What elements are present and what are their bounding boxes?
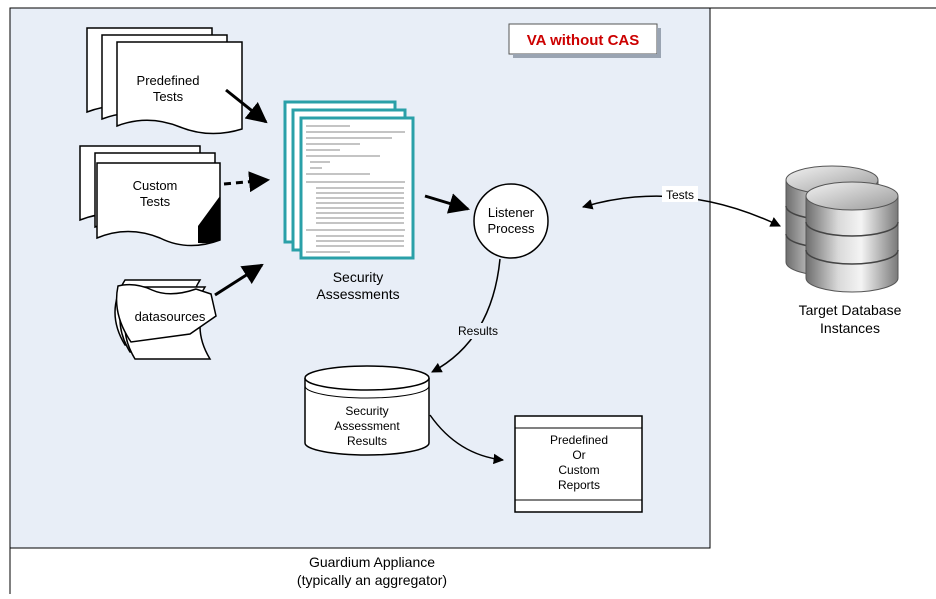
custom-tests-doc: Custom Tests <box>79 145 221 247</box>
datasources-shape: datasources <box>114 279 217 360</box>
arrow-custom-to-assessments <box>223 171 271 193</box>
target-db-line1: Target Database <box>799 302 902 318</box>
reports-line3: Custom <box>558 463 599 477</box>
reports-line1: Predefined <box>550 433 608 447</box>
security-assessments-docs: Security Assessments <box>283 100 415 302</box>
datasources-label: datasources <box>135 309 206 324</box>
badge-label: VA without CAS <box>527 32 640 49</box>
listener-line1: Listener <box>488 205 535 220</box>
security-assessments-line1: Security <box>333 269 384 285</box>
target-db-line2: Instances <box>820 320 880 336</box>
predefined-tests-doc: Predefined Tests <box>86 27 243 135</box>
report-text-lines <box>306 125 405 253</box>
tests-label-bg <box>662 186 698 202</box>
arrow-assessments-to-listener <box>424 193 471 214</box>
arrow-predefined-to-assessments <box>225 88 268 124</box>
page-corner-icon <box>198 196 220 244</box>
target-database-icon: Target Database Instances <box>785 165 902 336</box>
results-database: Security Assessment Results <box>304 365 430 456</box>
reports-line4: Reports <box>558 478 600 492</box>
appliance-caption-line1: Guardium Appliance <box>309 554 435 570</box>
va-badge: VA without CAS <box>508 23 661 58</box>
security-assessments-line2: Assessments <box>316 286 399 302</box>
custom-tests-line2: Tests <box>140 194 171 209</box>
predefined-tests-line1: Predefined <box>137 73 200 88</box>
results-db-line2: Assessment <box>334 419 400 433</box>
tests-edge-label: Tests <box>666 188 694 202</box>
results-db-line1: Security <box>345 404 388 418</box>
results-db-line3: Results <box>347 434 387 448</box>
appliance-caption-line2: (typically an aggregator) <box>297 572 447 588</box>
listener-line2: Process <box>488 221 535 236</box>
reports-line2: Or <box>572 448 585 462</box>
arrow-results-to-reports <box>429 414 505 465</box>
predefined-tests-line2: Tests <box>153 89 184 104</box>
results-label-bg <box>455 323 501 339</box>
reports-box: Predefined Or Custom Reports <box>514 415 643 513</box>
custom-tests-line1: Custom <box>133 178 178 193</box>
arrow-datasources-to-assessments <box>214 263 264 297</box>
listener-process-node: Listener Process <box>473 183 549 259</box>
results-edge-label: Results <box>458 324 498 338</box>
